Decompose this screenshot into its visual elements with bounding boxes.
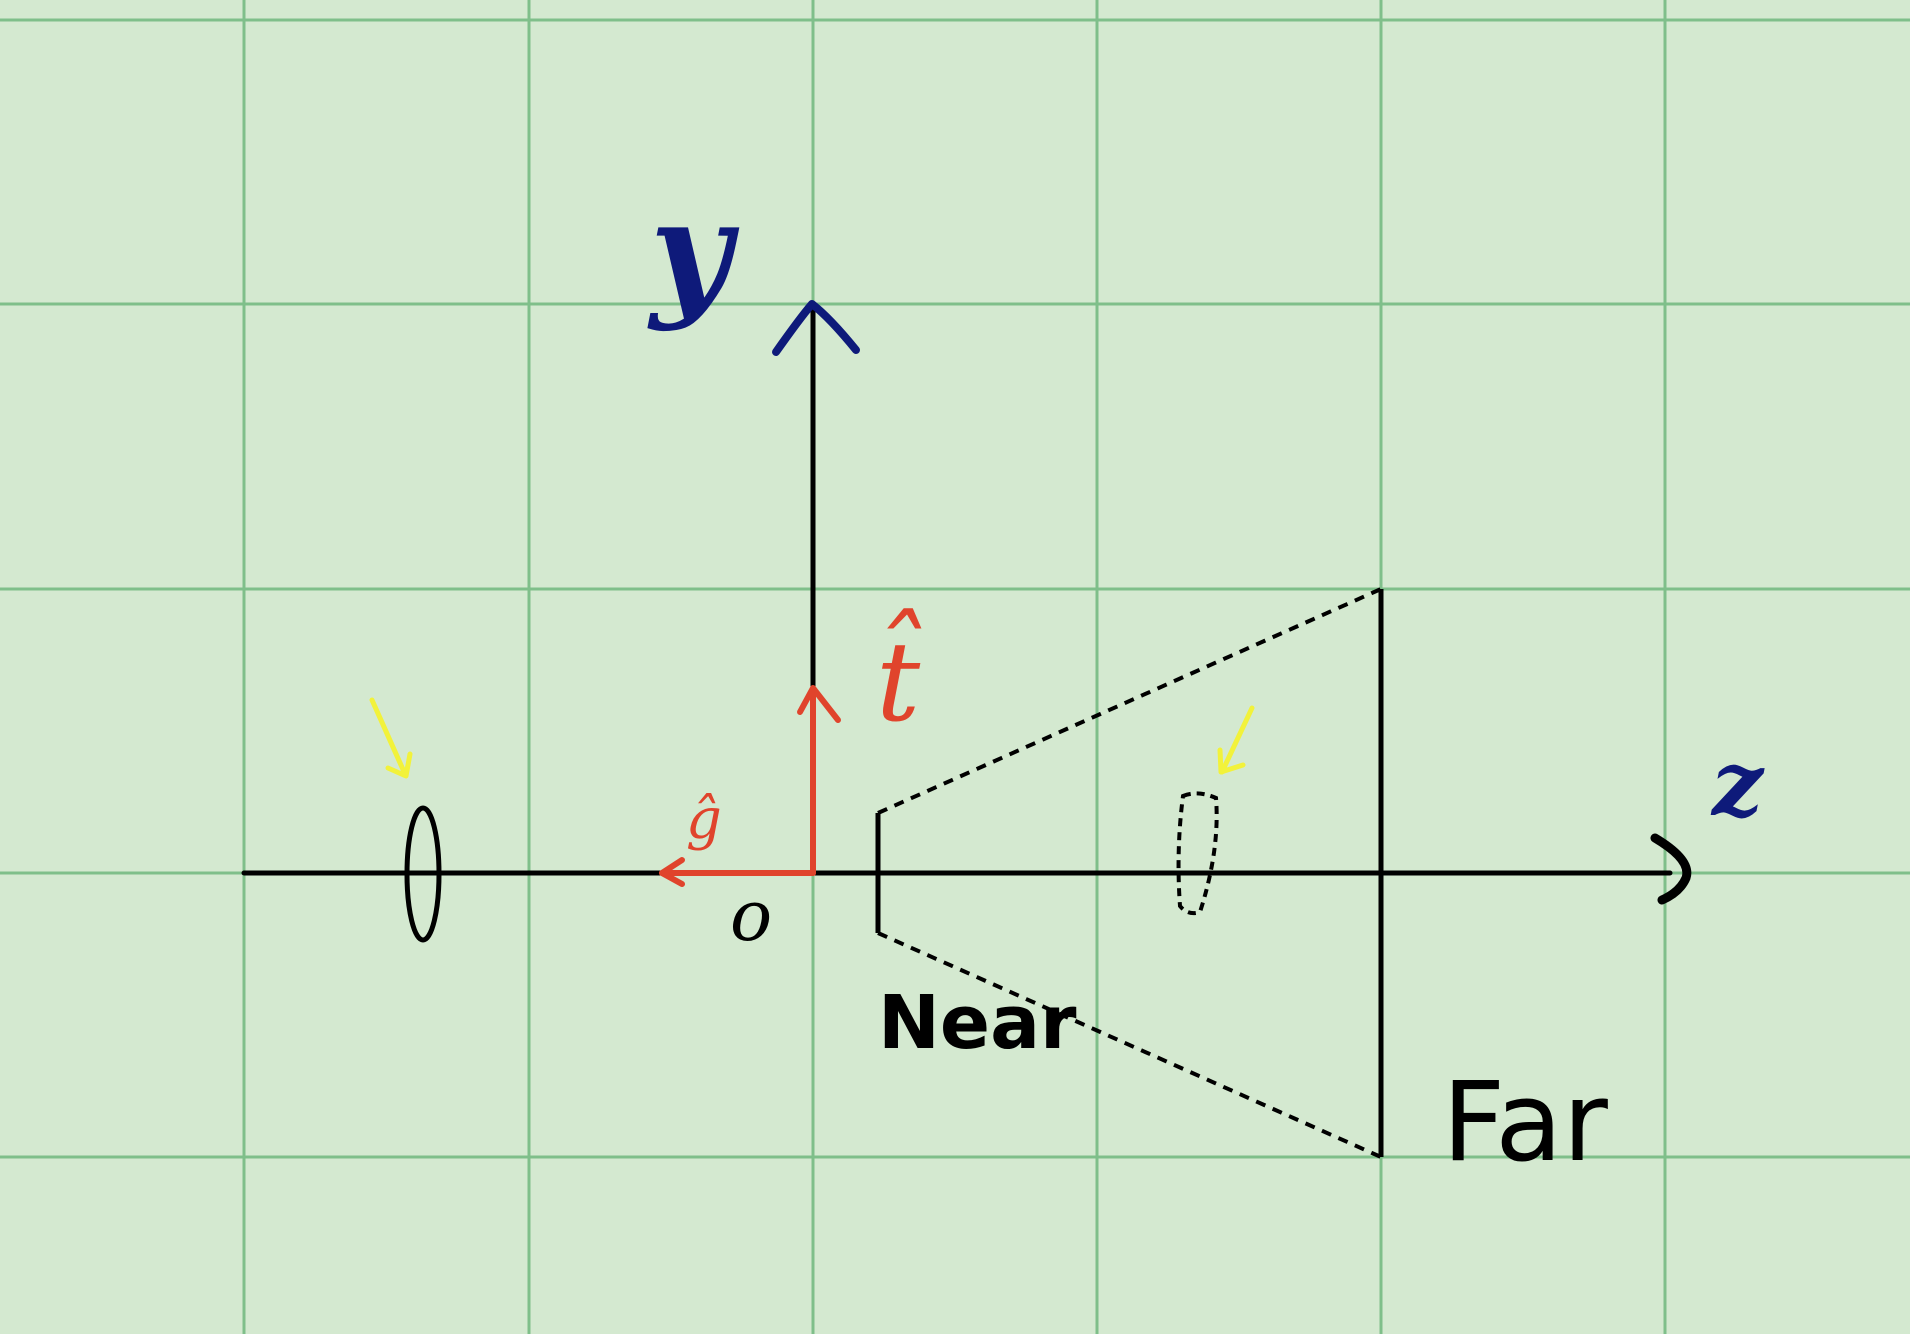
arrow-pointer-icon [369,697,413,779]
dashed-ellipse-icon [1176,791,1219,916]
up-vector-arrowhead [797,685,841,723]
camera-vectors [659,685,841,887]
z-axis-arrowhead [1650,833,1692,905]
gaze-vector-label: ĝ [686,787,722,852]
z-axis [241,833,1692,905]
frustum-edge-top [877,587,1382,815]
origin-label: o [730,875,772,957]
y-axis-label: y [647,170,740,334]
near-plane-label: Near [878,980,1077,1066]
view-frustum [875,587,1384,1159]
gaze-vector-arrowhead [659,857,685,887]
ellipse-outline-icon [404,805,442,943]
y-axis-arrowhead [772,300,860,356]
z-axis-label: z [1710,731,1765,837]
frustum-edge-bottom [877,931,1382,1159]
far-plane-label: Far [1442,1058,1609,1186]
arrow-pointer-icon [1217,705,1255,775]
up-vector-label: t̂ [876,607,922,746]
